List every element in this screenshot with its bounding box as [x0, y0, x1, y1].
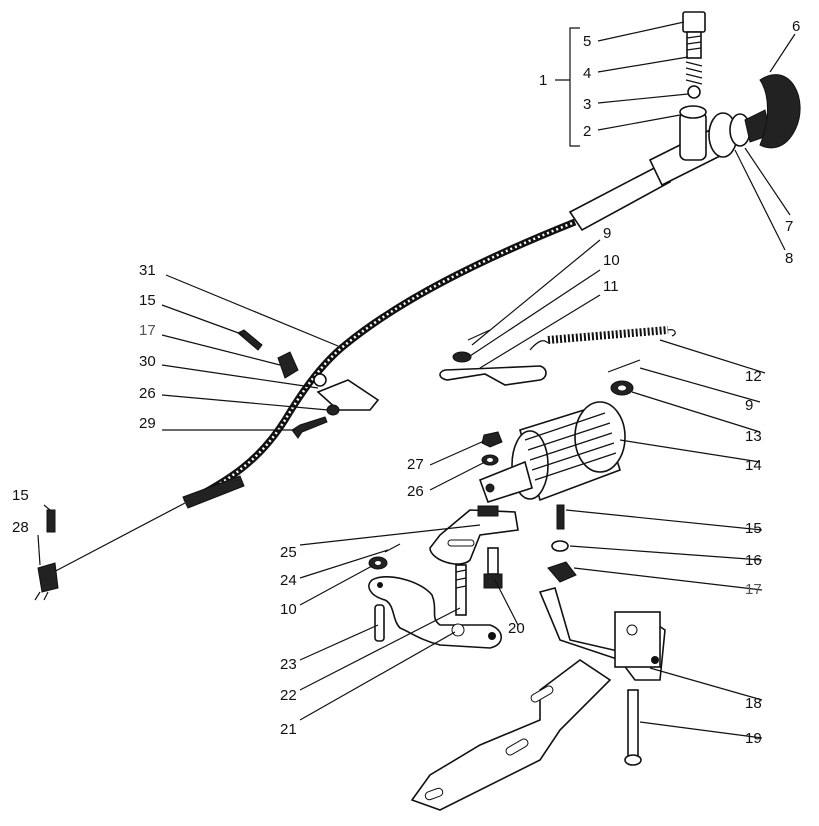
- pin-23: [374, 604, 385, 642]
- label-19: 19: [745, 730, 762, 747]
- label-6: 6: [792, 18, 800, 35]
- clip-28: [37, 562, 59, 593]
- label-29: 29: [139, 415, 156, 432]
- label-18: 18: [745, 695, 762, 712]
- label-22: 22: [280, 687, 297, 704]
- bolt-29: [291, 416, 328, 439]
- label-26-right: 26: [407, 483, 424, 500]
- label-9-right: 9: [745, 397, 753, 414]
- label-10-top: 10: [603, 252, 620, 269]
- washer-16: [551, 540, 569, 552]
- label-10-lower: 10: [280, 601, 297, 618]
- label-15-left-bottom: 15: [12, 487, 29, 504]
- bolt-19: [627, 689, 639, 761]
- label-12: 12: [745, 368, 762, 385]
- clip-17-left: [277, 351, 299, 379]
- label-16: 16: [745, 552, 762, 569]
- label-31: 31: [139, 262, 156, 279]
- label-17-left: 17: [139, 322, 156, 339]
- spring-4: [685, 61, 703, 85]
- mounting-bracket-18: [410, 587, 666, 811]
- label-8: 8: [785, 250, 793, 267]
- screw-20: [483, 547, 503, 589]
- label-14: 14: [745, 457, 762, 474]
- label-9-top: 9: [603, 225, 611, 242]
- label-25: 25: [280, 544, 297, 561]
- label-28: 28: [12, 519, 29, 536]
- washer-10: [452, 351, 472, 363]
- label-4: 4: [583, 65, 591, 82]
- label-1: 1: [539, 72, 547, 89]
- bracket-30: [316, 379, 380, 411]
- spring-12: [529, 326, 676, 351]
- label-2: 2: [583, 123, 591, 140]
- label-5: 5: [583, 33, 591, 50]
- label-21: 21: [280, 721, 297, 738]
- label-3: 3: [583, 96, 591, 113]
- leader-lines: [37, 21, 796, 739]
- nut-27: [481, 431, 503, 448]
- label-30: 30: [139, 353, 156, 370]
- check-bolt-5: [682, 11, 706, 59]
- group-bracket: [555, 27, 580, 147]
- washer-26-left: [326, 404, 340, 416]
- label-23: 23: [280, 656, 297, 673]
- control-cable: [47, 218, 577, 576]
- pin-9-right: [607, 359, 641, 373]
- screw-15-right: [556, 504, 565, 530]
- label-15-right: 15: [745, 520, 762, 537]
- stud-22: [455, 564, 467, 616]
- screw-15-left-top: [237, 329, 263, 351]
- part-labels: 5 4 1 3 2 6 7 8 9 10 11 12 9 13 14 31 15…: [12, 18, 800, 747]
- pin-9-top: [467, 329, 491, 341]
- solenoid-14: [478, 401, 626, 503]
- clip-17-right: [547, 561, 577, 583]
- label-17-right: 17: [745, 581, 762, 598]
- cable-handle-assembly: [568, 74, 801, 232]
- bracket-25: [429, 509, 519, 565]
- label-24: 24: [280, 572, 297, 589]
- label-20: 20: [508, 620, 525, 637]
- label-15-left-top: 15: [139, 292, 156, 309]
- lever-11: [439, 365, 547, 386]
- label-27: 27: [407, 456, 424, 473]
- screw-15-left-bottom: [46, 509, 56, 533]
- lever-plate: [368, 576, 503, 649]
- label-13: 13: [745, 428, 762, 445]
- label-7: 7: [785, 218, 793, 235]
- label-11: 11: [603, 278, 619, 295]
- ball-3: [687, 85, 701, 99]
- label-26-left: 26: [139, 385, 156, 402]
